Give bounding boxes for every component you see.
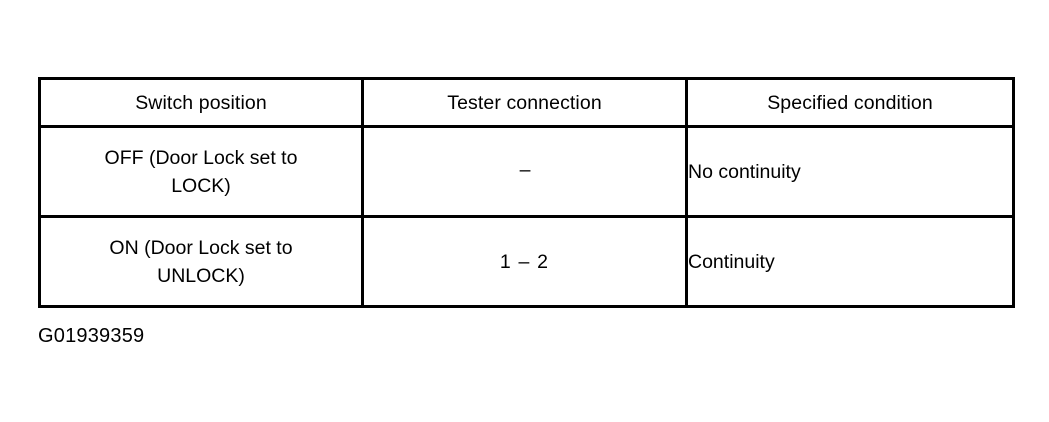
table-header-row: Switch position Tester connection Specif… xyxy=(38,77,1015,128)
cell-specified-condition: No continuity xyxy=(685,125,1015,218)
specified-condition-value: Continuity xyxy=(688,250,775,273)
cell-tester-connection: – xyxy=(361,125,688,218)
cell-switch-position: ON (Door Lock set to UNLOCK) xyxy=(38,215,364,308)
table-row: ON (Door Lock set to UNLOCK) 1 – 2 Conti… xyxy=(38,215,1015,308)
specified-condition-value: No continuity xyxy=(688,160,801,183)
column-header-specified-condition: Specified condition xyxy=(685,77,1015,128)
switch-position-line-1: ON (Door Lock set to xyxy=(109,236,293,259)
tester-connection-value: – xyxy=(519,158,531,181)
table-header: Switch position Tester connection Specif… xyxy=(38,77,1015,128)
cell-specified-condition: Continuity xyxy=(685,215,1015,308)
column-header-switch-position: Switch position xyxy=(38,77,364,128)
cell-switch-position: OFF (Door Lock set to LOCK) xyxy=(38,125,364,218)
tester-connection-value: 1 – 2 xyxy=(499,250,550,273)
cell-tester-connection: 1 – 2 xyxy=(361,215,688,308)
switch-position-line-2: LOCK) xyxy=(171,174,231,197)
switch-position-line-2: UNLOCK) xyxy=(157,264,245,287)
figure-caption: G01939359 xyxy=(38,325,145,347)
switch-position-line-1: OFF (Door Lock set to xyxy=(104,146,298,169)
column-header-tester-connection: Tester connection xyxy=(361,77,688,128)
spec-table-container: Switch position Tester connection Specif… xyxy=(38,77,1015,308)
switch-inspection-table: Switch position Tester connection Specif… xyxy=(38,77,1015,308)
table-row: OFF (Door Lock set to LOCK) – No continu… xyxy=(38,125,1015,218)
table-body: OFF (Door Lock set to LOCK) – No continu… xyxy=(38,125,1015,308)
